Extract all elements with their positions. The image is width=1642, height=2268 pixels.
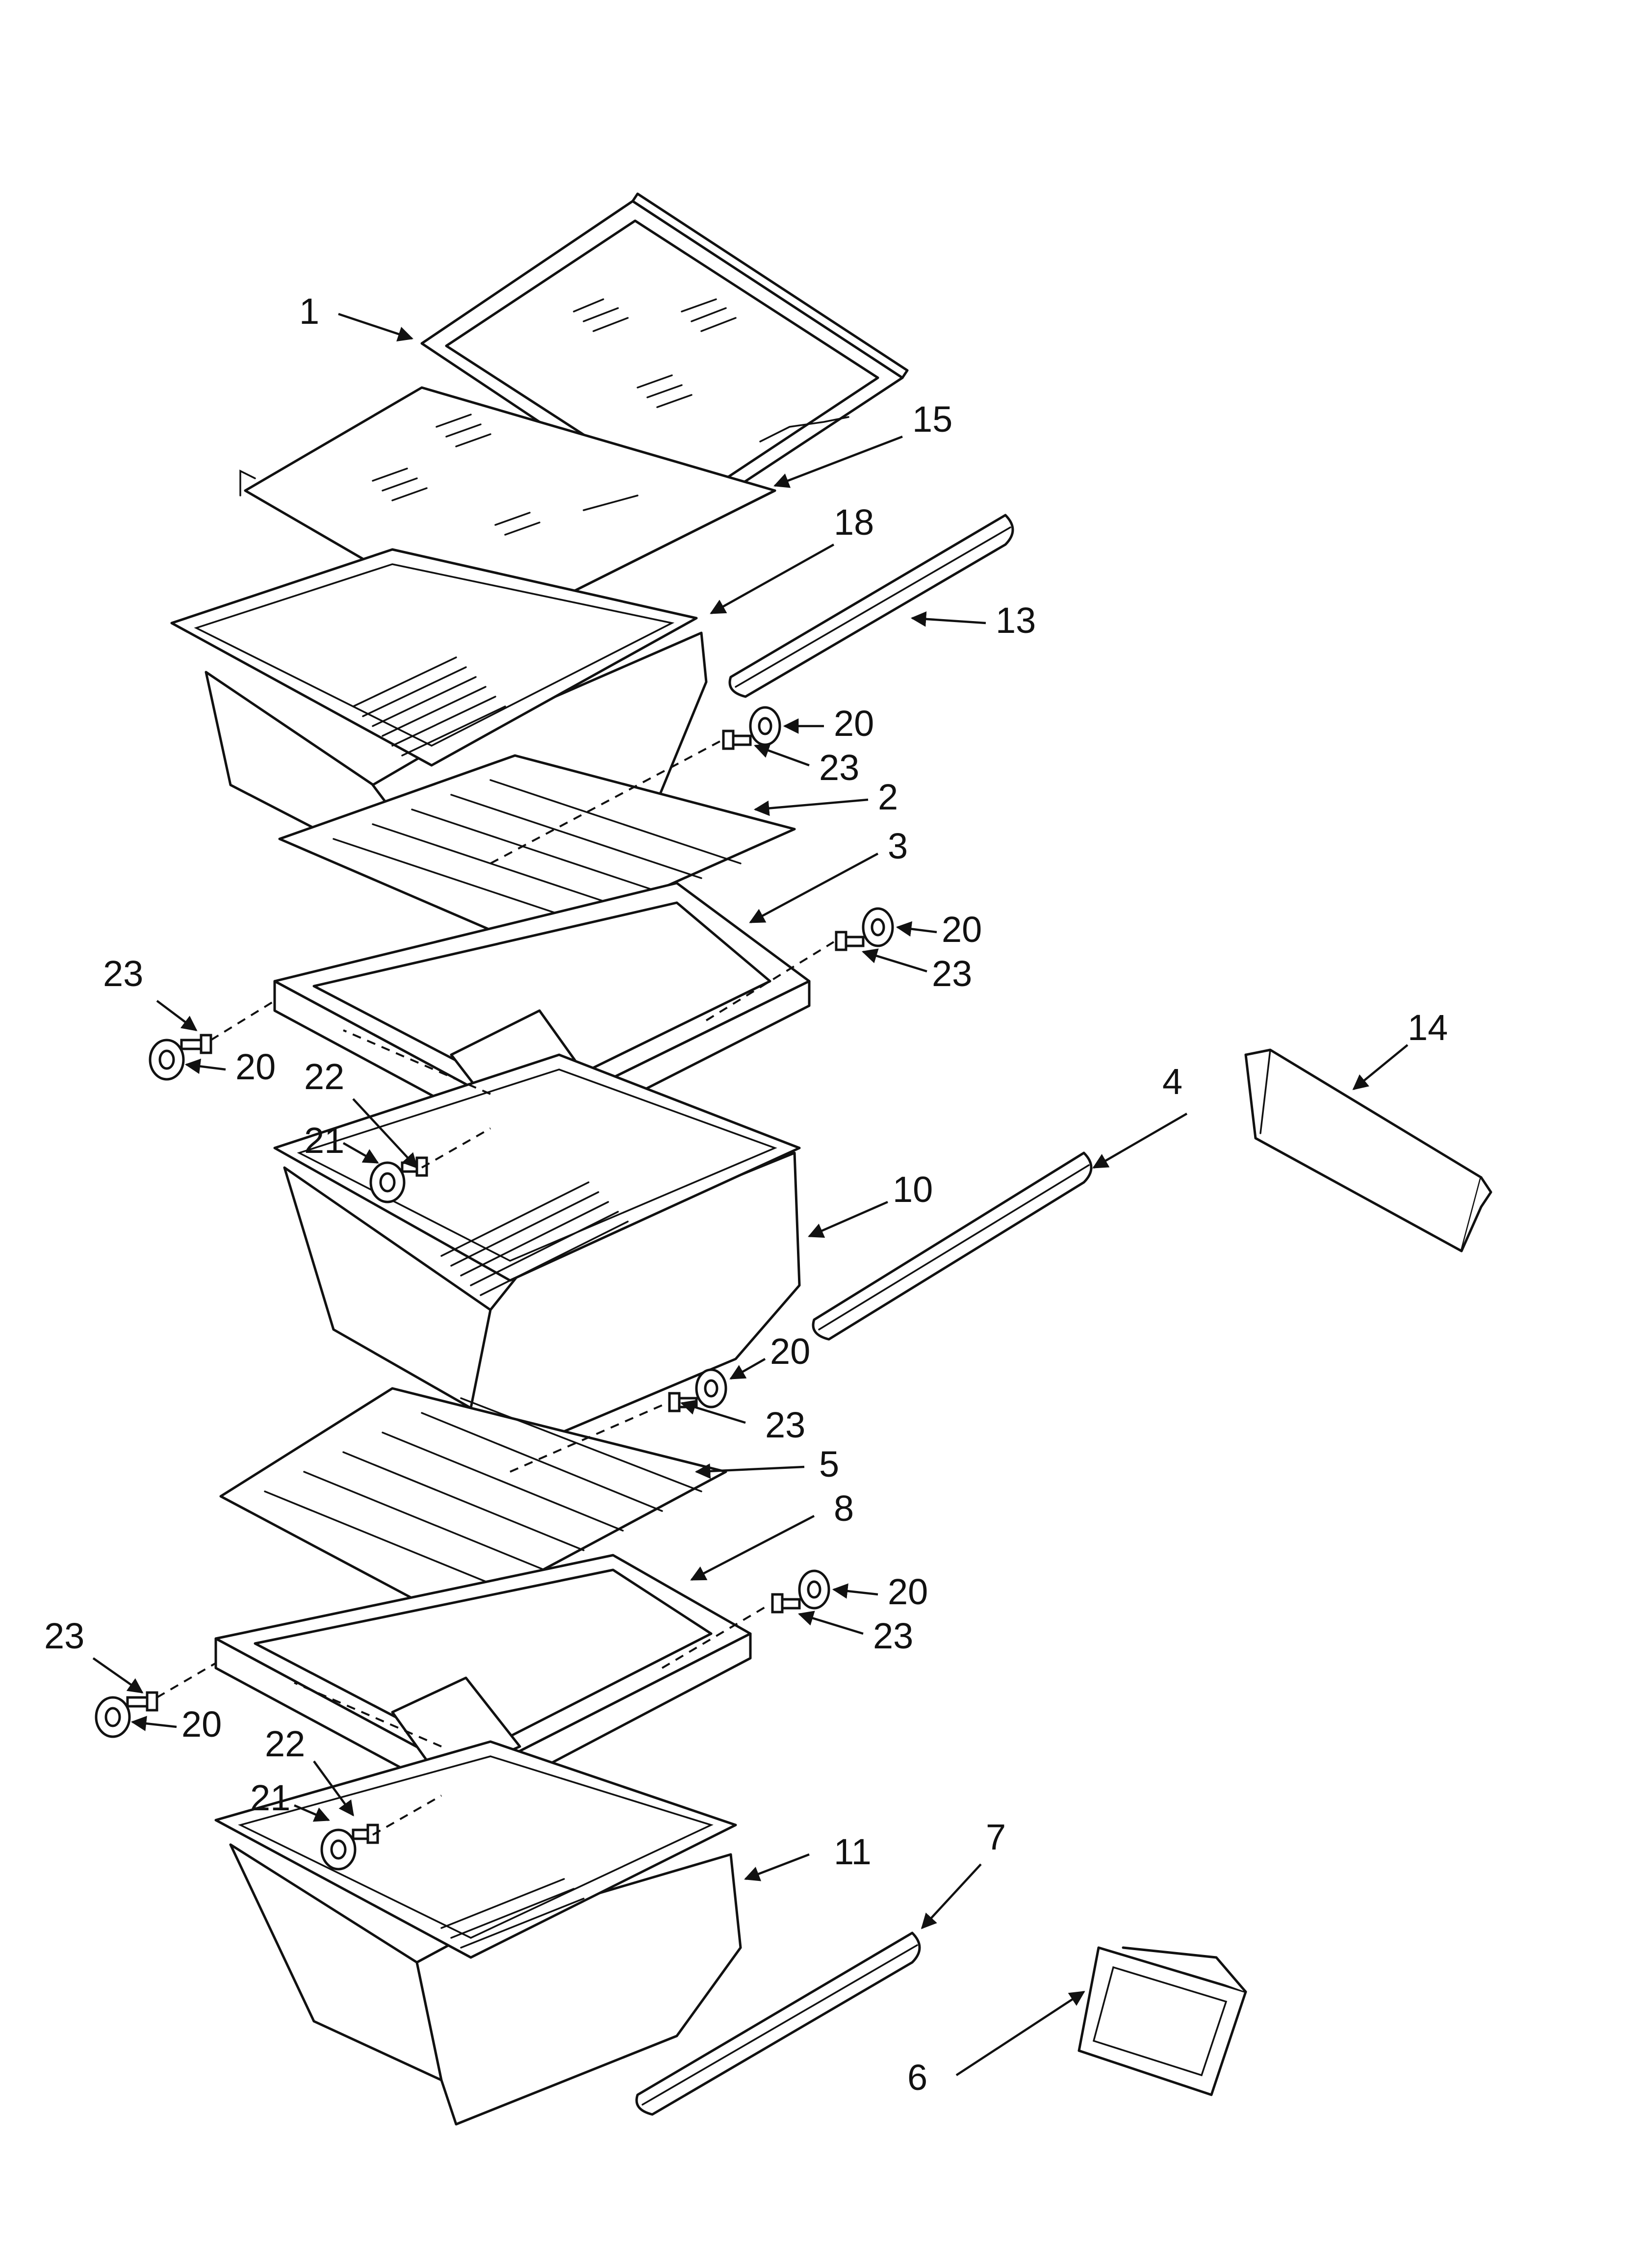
callout-20: 20 xyxy=(235,1046,276,1087)
glass-shelf-part-2 xyxy=(278,754,796,948)
callout-20: 20 xyxy=(942,909,982,950)
trim-strip-part-7 xyxy=(635,1931,921,2116)
callout-5: 5 xyxy=(819,1444,839,1485)
glass-lines xyxy=(333,779,742,923)
callout-15: 15 xyxy=(912,399,952,440)
leader-lines xyxy=(92,313,1409,2076)
callout-20: 20 xyxy=(888,1571,928,1612)
callout-3: 3 xyxy=(888,826,908,866)
callout-6: 6 xyxy=(907,2057,927,2098)
shelf-frame-part-1 xyxy=(420,192,909,521)
glass-lines xyxy=(264,1397,702,1590)
roller-wheel-icon xyxy=(95,1691,158,1738)
trim-strip-part-4 xyxy=(812,1151,1093,1341)
callout-22: 22 xyxy=(304,1056,344,1097)
pan-grille xyxy=(440,1878,585,1949)
callout-23: 23 xyxy=(765,1405,805,1445)
axle-lines xyxy=(156,740,835,1836)
crisper-pan-part-11 xyxy=(214,1740,742,2126)
callout-1: 1 xyxy=(299,291,319,332)
callout-21: 21 xyxy=(304,1120,344,1161)
callout-13: 13 xyxy=(996,600,1036,641)
label-holder-part-6 xyxy=(1078,1946,1247,2096)
glass-shelf-part-5 xyxy=(219,1387,727,1620)
roller-wheel-icon xyxy=(149,1034,212,1081)
callout-23: 23 xyxy=(819,747,859,788)
callout-2: 2 xyxy=(878,777,898,817)
trim-strip-part-13 xyxy=(728,514,1014,698)
callout-labels: 1 15 18 13 20 23 2 3 20 23 23 20 14 4 22… xyxy=(44,291,1448,2098)
callout-10: 10 xyxy=(893,1169,933,1210)
roller-wheel-icon xyxy=(771,1569,830,1614)
roller-wheel-icon xyxy=(668,1368,727,1412)
callout-22: 22 xyxy=(265,1723,305,1764)
rail-part-14 xyxy=(1244,1048,1492,1252)
callout-20: 20 xyxy=(770,1331,810,1372)
callout-23: 23 xyxy=(44,1616,84,1656)
callout-4: 4 xyxy=(1162,1061,1182,1102)
callout-21: 21 xyxy=(250,1777,290,1818)
callout-20: 20 xyxy=(181,1704,222,1745)
pan-grille xyxy=(440,1181,629,1296)
callout-18: 18 xyxy=(834,502,874,543)
callout-23: 23 xyxy=(103,953,143,994)
glass-hatch xyxy=(372,414,639,536)
glass-hatch xyxy=(573,298,737,408)
pan-grille xyxy=(352,656,506,756)
callout-23: 23 xyxy=(932,953,972,994)
roller-wheel-icon xyxy=(835,907,894,951)
roller-wheel-icon xyxy=(722,706,781,750)
callout-11: 11 xyxy=(834,1831,872,1872)
callout-8: 8 xyxy=(834,1488,854,1529)
crisper-pan-part-10 xyxy=(273,1053,801,1454)
callout-23: 23 xyxy=(873,1616,913,1656)
callout-20: 20 xyxy=(834,703,874,744)
callout-14: 14 xyxy=(1408,1007,1448,1048)
callout-7: 7 xyxy=(986,1817,1006,1857)
